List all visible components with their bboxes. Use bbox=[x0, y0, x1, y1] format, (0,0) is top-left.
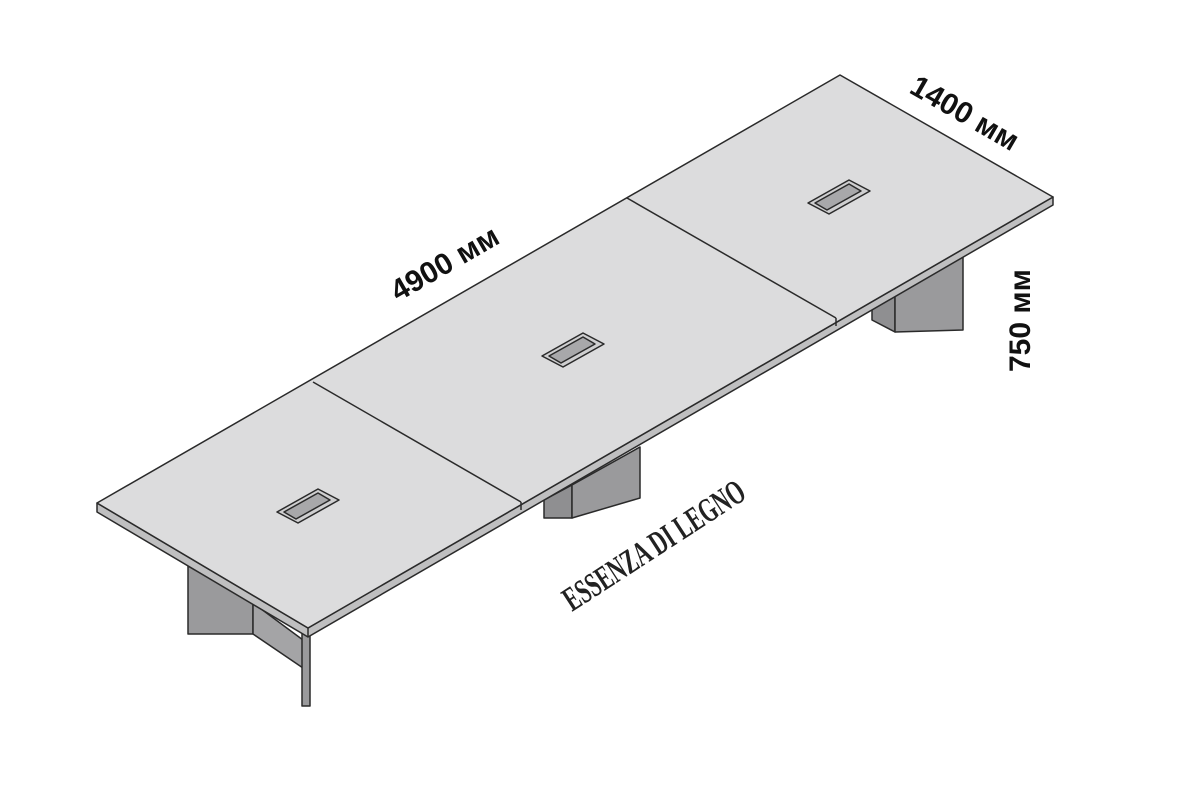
cable-tray-2 bbox=[541, 332, 605, 368]
cable-tray-1 bbox=[276, 488, 340, 524]
middle-leg bbox=[543, 446, 641, 519]
cable-tray-3 bbox=[807, 179, 871, 215]
height-dimension: 750 мм bbox=[1004, 269, 1037, 372]
seam-1 bbox=[312, 381, 522, 503]
seam-2 bbox=[626, 197, 837, 319]
